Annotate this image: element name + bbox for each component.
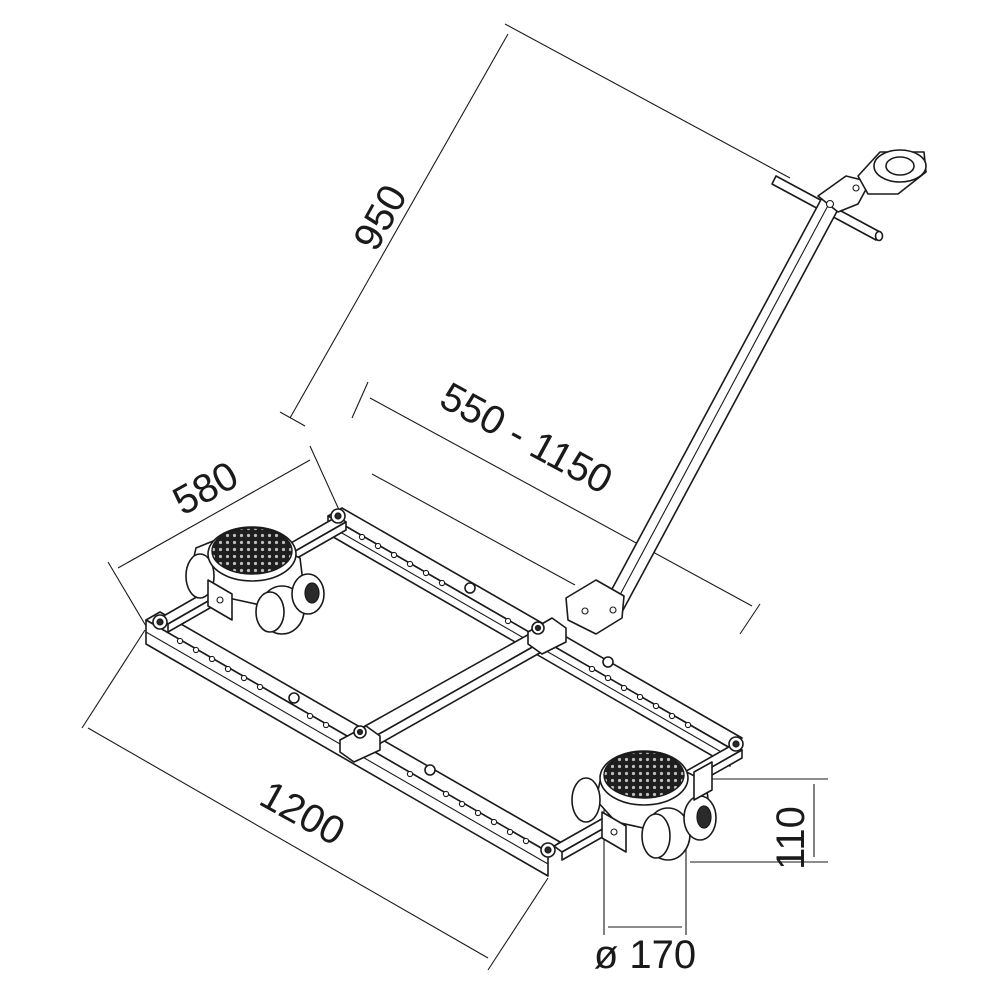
dim-110: 110 xyxy=(769,806,813,870)
handle xyxy=(565,149,927,635)
dim-diameter-170: ø 170 xyxy=(594,933,696,977)
dim-1200: 1200 xyxy=(253,773,352,855)
left-skate xyxy=(185,526,325,635)
right-pad-grip xyxy=(603,751,685,799)
dimension-lines xyxy=(81,23,828,971)
bolts xyxy=(152,508,744,858)
right-skate xyxy=(571,750,717,861)
dim-950: 950 xyxy=(345,178,416,258)
back-rail-holes xyxy=(358,533,692,729)
dim-580: 580 xyxy=(166,453,246,524)
front-rail-holes xyxy=(176,637,530,845)
left-pad-grip xyxy=(211,527,293,575)
